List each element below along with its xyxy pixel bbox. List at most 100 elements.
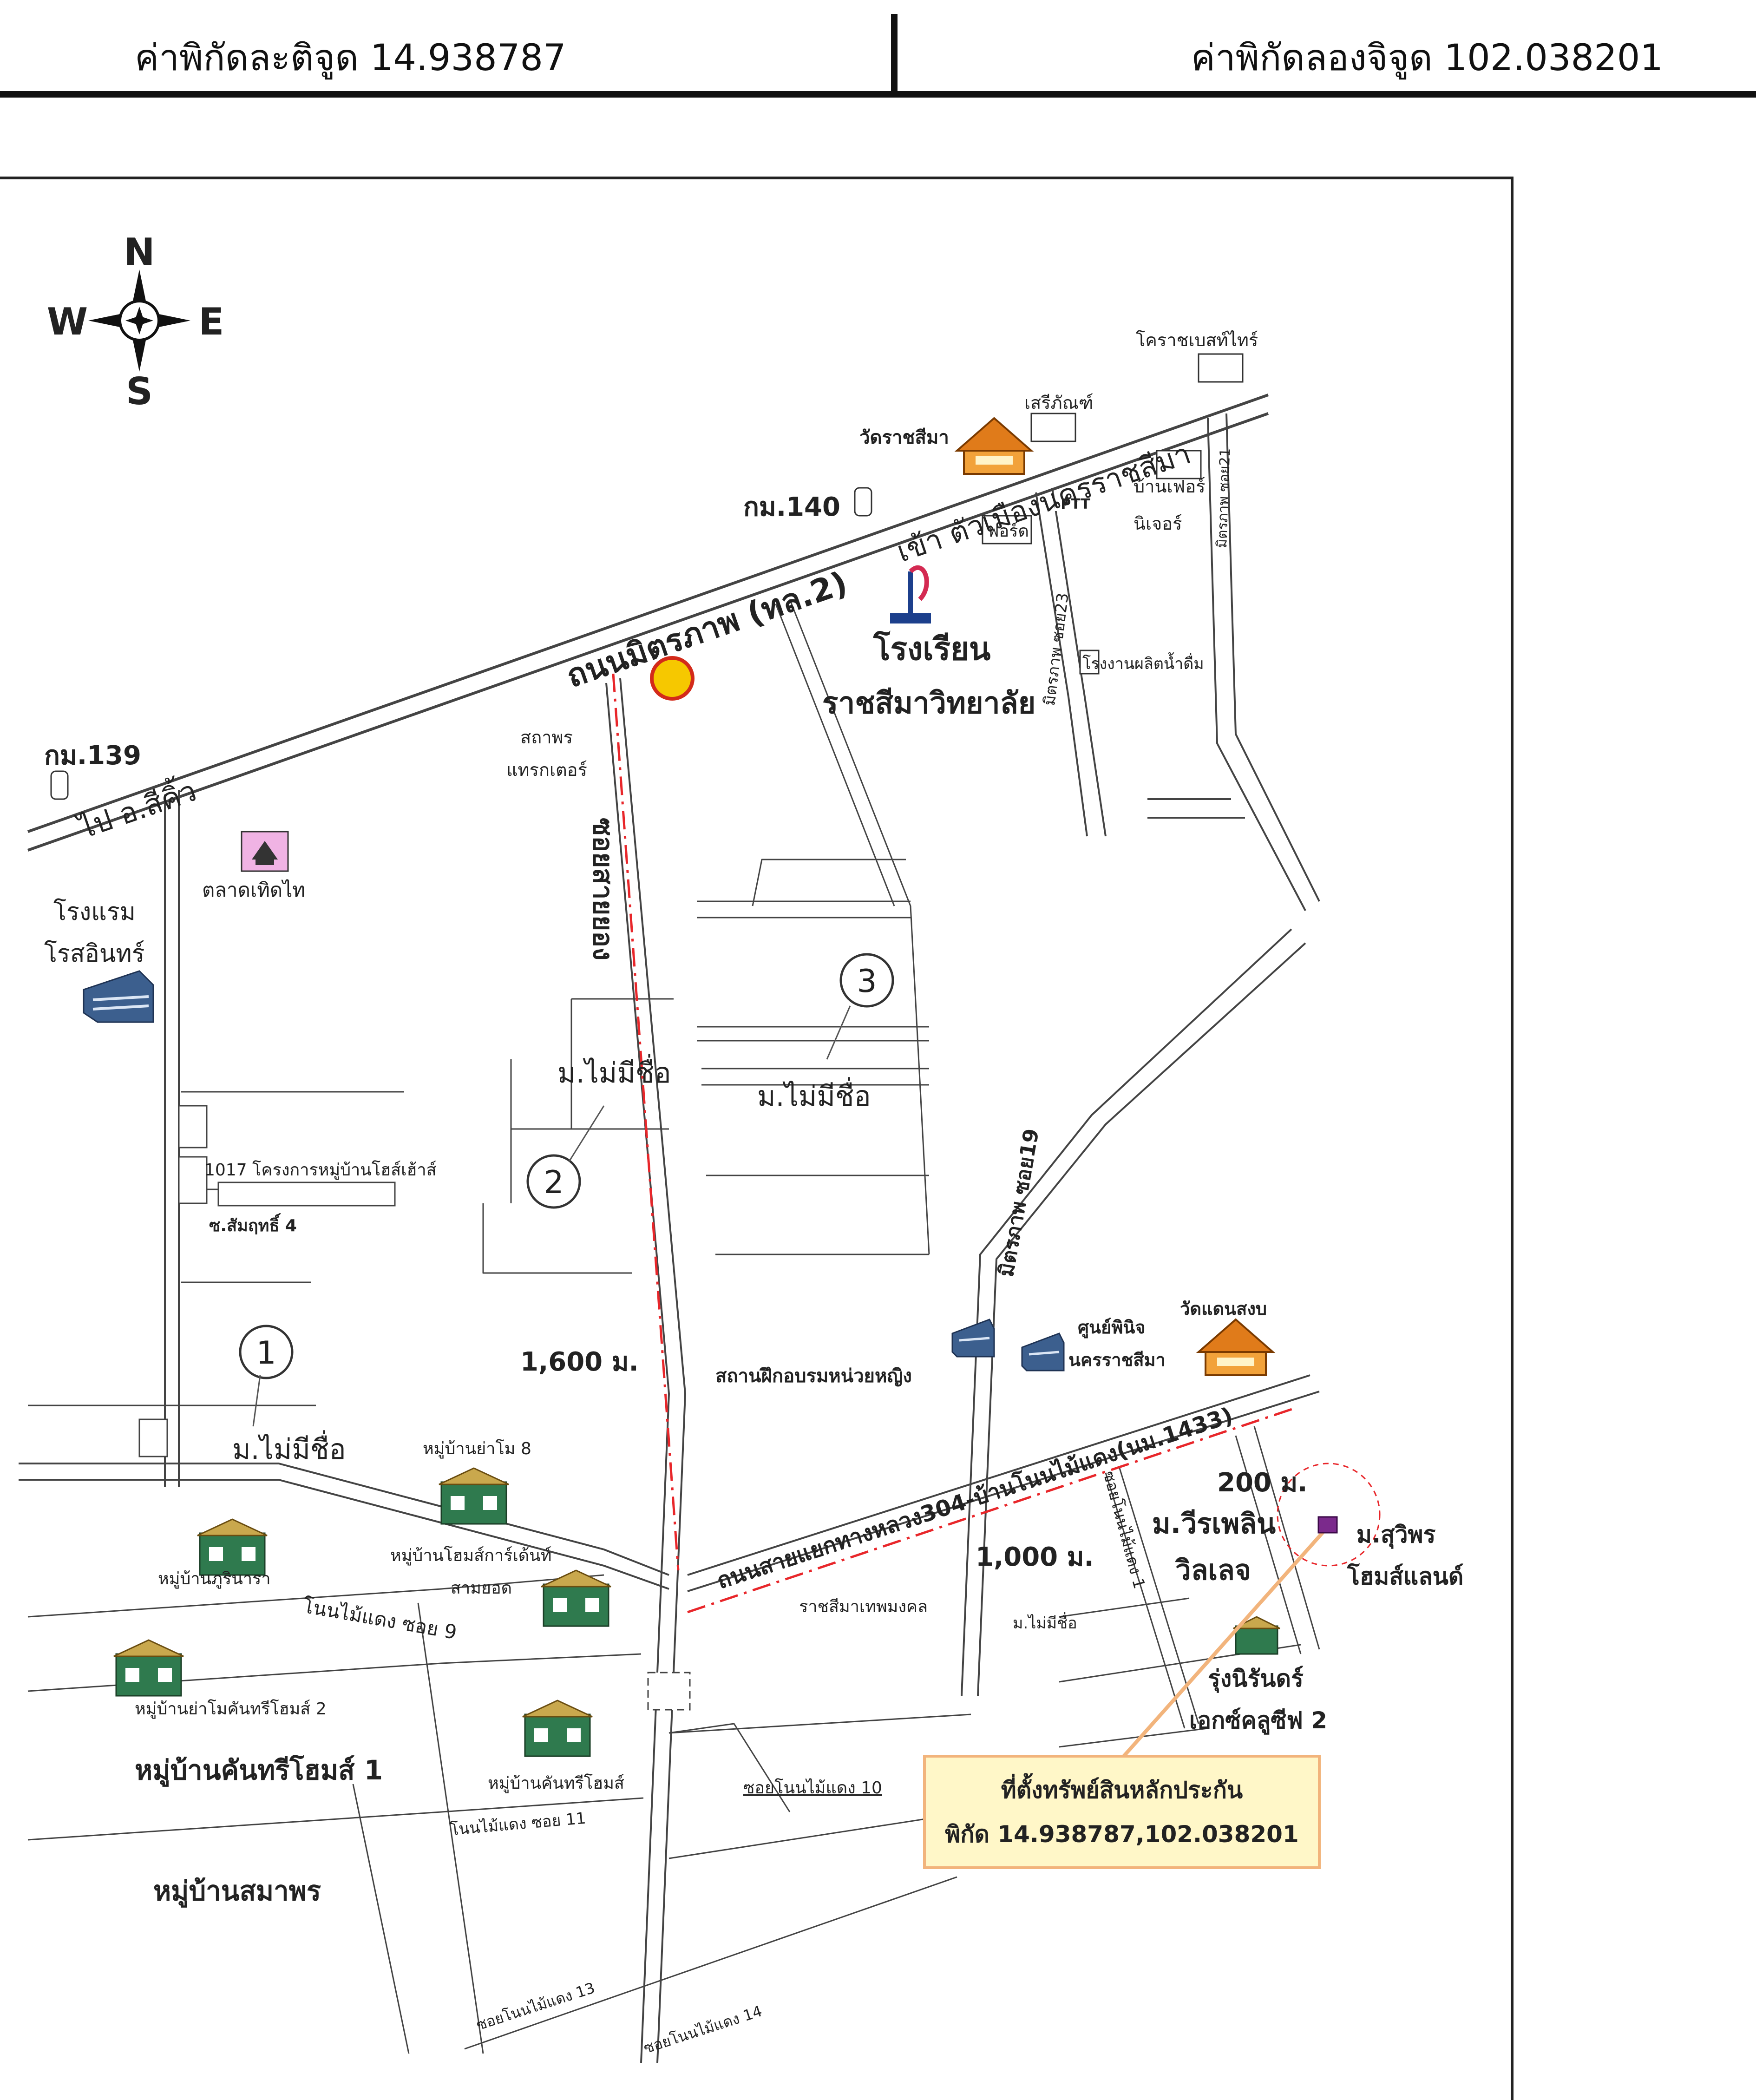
water-factory-box <box>1079 650 1100 675</box>
v2-grid-1 <box>482 1203 632 1274</box>
soi21-edge-e <box>1225 413 1320 902</box>
shop-boxes <box>982 353 1244 675</box>
no-name-village-small-label: ม.ไม่มีชื่อ <box>1013 1612 1077 1633</box>
roads <box>19 394 1320 2063</box>
wat-ratchasima-label: วัดราชสีมา <box>859 427 949 448</box>
water-factory-label: โรงงานผลิตน้ำดื่ม <box>1082 652 1204 673</box>
market-icon <box>241 831 289 872</box>
rungniran-label-2: เอกซ์คลูซีฟ 2 <box>1189 1707 1327 1735</box>
kanthree-homes-label: หมู่บ้านคันทรีโฮมส์ <box>488 1773 624 1793</box>
school-icon <box>890 565 931 623</box>
no-name-village-3-label: ม.ไม่มีชื่อ <box>757 1077 871 1113</box>
village-diag-1 <box>789 599 930 1255</box>
south-road-4 <box>668 1713 971 1734</box>
callout-leader <box>1118 1527 1328 1762</box>
km140-label: กม.140 <box>743 492 840 522</box>
south-road-6 <box>464 1876 957 2050</box>
compass-icon <box>88 269 190 372</box>
soi13-label: ซอยโนนไม้แดง 13 <box>474 1979 597 2034</box>
school-label-2: ราชสีมาวิทยาลัย <box>822 686 1035 721</box>
village-loop <box>752 859 906 906</box>
soi19-label: มิตรภาพ ซอย19 <box>995 1127 1044 1279</box>
korat-best-tire-label: โคราชเบสท์ไทร์ <box>1136 330 1258 350</box>
korat-best-tire-box <box>1198 353 1244 383</box>
east-grid-5 <box>1059 1727 1208 1748</box>
non-mai-daeng-1-label: ซอยโนนไม้แดง 1 <box>1099 1469 1148 1591</box>
soi-sai-yong-edge-w <box>605 682 670 2063</box>
distance-1600-label: 1,600 ม. <box>520 1347 639 1377</box>
radius-200 <box>1277 1463 1381 1567</box>
village-house-icon <box>113 1639 184 1697</box>
ban-yamo-kanthree-label: หมู่บ้านย่าโมคันทรีโฮมส์ 2 <box>135 1699 327 1719</box>
rungniran-label-1: รุ่งนิรันดร์ <box>1208 1665 1304 1693</box>
sataporn-label-2: แทรกเตอร์ <box>506 760 587 780</box>
compass-n: N <box>124 230 155 274</box>
weeraphol-label-2: วิลเลจ <box>1175 1554 1251 1587</box>
ban-phurinara-label: หมู่บ้านภูรินารา <box>158 1569 271 1589</box>
km-post-icon <box>50 770 69 800</box>
branch-road-edge-s <box>687 1391 1320 1592</box>
ratchasima-thep-label: ราชสีมาเทพมงคล <box>799 1597 928 1616</box>
to-city-label: เข้า ตัวเมืองนครราชสีมา <box>892 436 1195 569</box>
soi-sai-yong-edge-e <box>619 678 686 2063</box>
ford-box <box>982 515 1032 545</box>
soi1-edge-e <box>1119 1468 1199 1724</box>
village-house-icon <box>439 1467 509 1525</box>
south-road-2 <box>27 1797 644 1841</box>
village-house-icon <box>197 1518 268 1576</box>
furniture-label-1: บ้านเฟอร์ <box>1134 476 1206 497</box>
supaporn-label-2: โฮมส์แลนด์ <box>1347 1562 1463 1590</box>
south-diag-1 <box>417 1602 484 2054</box>
header-divider <box>891 14 898 93</box>
south-diag-2 <box>352 1784 410 2054</box>
distance-200-label: 200 ม. <box>1217 1468 1308 1498</box>
west-blocks <box>138 1105 691 1711</box>
soi21-edge-w <box>1207 418 1306 911</box>
sataporn-label-1: สถาพร <box>520 727 573 748</box>
main-road-edge-top <box>27 394 1269 833</box>
branch-road-label: ถนนสายแยกทางหลวง304-บ้านโนนไม้แดง(นม.143… <box>714 1402 1236 1595</box>
soi-sai-yong-label: ซอยสายยอง <box>587 818 619 960</box>
branch-road-edge-n <box>687 1374 1310 1576</box>
marker-3: 3 <box>826 953 894 1060</box>
block-d <box>138 1418 168 1457</box>
village-house-icon <box>522 1700 593 1757</box>
soi19-edge-e <box>977 942 1306 1696</box>
compass-w: W <box>47 300 88 343</box>
inspection-label-1: ศูนย์พินิจ <box>1078 1317 1146 1339</box>
supaporn-label-1: ม.สุวิพร <box>1356 1521 1436 1549</box>
training-center-label: สถานฝึกอบรมหน่วยหญิง <box>715 1365 912 1387</box>
distance-1000-label: 1,000 ม. <box>976 1542 1094 1572</box>
soi23-edge-e <box>1051 487 1107 837</box>
soi-somrit-label: ซ.สัมฤทธิ์ 4 <box>209 1213 297 1235</box>
soi11-label: โนนไม้แดง ซอย 11 <box>449 1809 587 1839</box>
block-c <box>217 1181 396 1207</box>
route-1600 <box>612 673 680 1571</box>
kanthree-homes-1-label: หมู่บ้านคันทรีโฮมส์ 1 <box>135 1754 383 1787</box>
home-garden-label-1: หมู่บ้านโฮมส์การ์เด้นท์ <box>390 1546 552 1566</box>
east-grid-1 <box>1253 1426 1320 1650</box>
hotel-label-2: โรสอินทร์ <box>44 940 145 968</box>
marker-1-label: 1 <box>256 1335 276 1372</box>
inspection-label-2: นครราชสีมา <box>1068 1350 1166 1370</box>
soi19-edge-w <box>961 928 1292 1696</box>
furniture-box <box>1156 450 1202 479</box>
coordinate-header: ค่าพิกัดละติจูด 14.938787 ค่าพิกัดลองจิจ… <box>0 0 1756 98</box>
header-rule <box>0 91 1756 98</box>
callout-line-1: ที่ตั้งทรัพย์สินหลักประกัน <box>1001 1773 1243 1804</box>
south-road-3 <box>27 1574 604 1618</box>
block-e <box>647 1672 691 1711</box>
soi9-label: โนนไม้แดง ซอย 9 <box>301 1595 459 1644</box>
ptt-label: PTT <box>1061 496 1090 512</box>
south-road-5 <box>668 1811 971 1859</box>
school-label-1: โรงเรียน <box>873 630 990 668</box>
property-callout: ที่ตั้งทรัพย์สินหลักประกัน พิกัด 14.9387… <box>923 1755 1321 1869</box>
soi23-edge-w <box>1035 492 1088 837</box>
east-grid-4 <box>1059 1597 1190 1618</box>
home-garden-label-2: สามยอด <box>451 1579 512 1598</box>
distance-routes <box>612 673 1381 1614</box>
property-marker-icon <box>1317 1516 1338 1534</box>
no-name-village-2-label: ม.ไม่มีชื่อ <box>557 1054 671 1089</box>
inspection-building-icon <box>1021 1332 1065 1372</box>
